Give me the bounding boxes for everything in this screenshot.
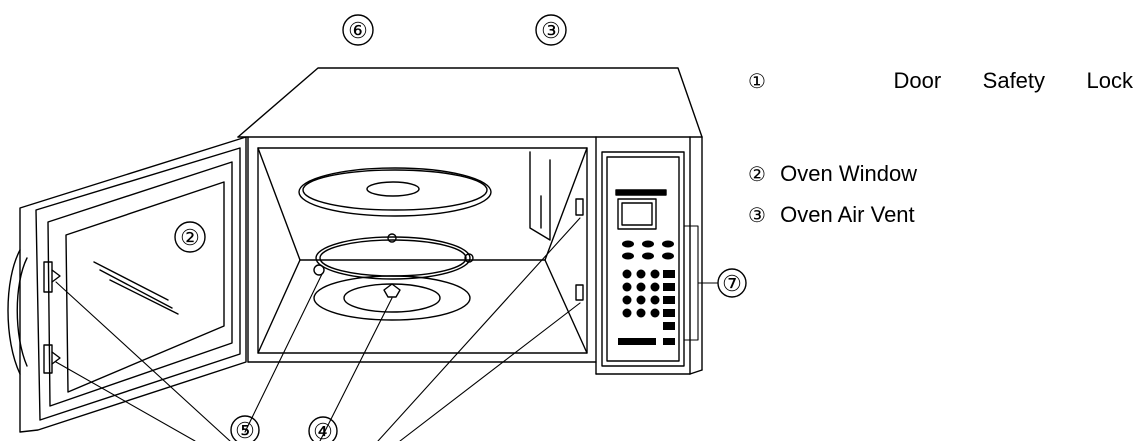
legend-word: Safety <box>982 68 1046 93</box>
door-latch-upper <box>43 261 61 293</box>
glass-tray <box>298 167 492 217</box>
callout-2-number: ② <box>180 225 200 250</box>
legend-word: Door <box>893 68 942 93</box>
door-latch-lower <box>43 344 61 374</box>
callout-2-circle <box>174 221 206 253</box>
control-panel <box>601 151 685 367</box>
legend-number: ① <box>748 69 766 93</box>
legend-label: Oven Air Vent <box>780 202 915 227</box>
oven-cabinet <box>237 67 703 375</box>
leader-lines <box>55 217 719 441</box>
callout-6-number: ⑥ <box>348 18 368 43</box>
callout-6-circle <box>342 14 374 46</box>
callout-5-number: ⑤ <box>235 418 255 441</box>
turntable-support <box>313 275 471 321</box>
safety-lock-slot-upper <box>575 198 584 216</box>
oven-cavity <box>257 147 588 354</box>
safety-lock-slot-lower <box>575 284 584 301</box>
roller-ring <box>313 233 474 280</box>
legend-word: Lock <box>1086 68 1133 93</box>
callout-3-circle <box>535 14 567 46</box>
legend-item-door-safety-lock: ① Door Safety Lock <box>748 68 1133 94</box>
legend-label: Oven Window <box>780 161 918 186</box>
legend-item-oven-window: ② Oven Window <box>748 161 917 187</box>
callout-4-circle <box>308 416 338 441</box>
callout-7-circle <box>717 268 747 298</box>
callout-7-number: ⑦ <box>722 271 742 296</box>
legend-item-oven-air-vent: ③ Oven Air Vent <box>748 202 915 228</box>
air-vent <box>529 151 551 241</box>
callout-3-number: ③ <box>541 18 561 43</box>
legend-number: ③ <box>748 203 766 227</box>
callout-5-circle <box>230 415 260 441</box>
callout-4-number: ④ <box>313 419 333 441</box>
legend-number: ② <box>748 162 766 186</box>
keypad <box>618 240 675 345</box>
oven-window-glare <box>93 261 179 315</box>
